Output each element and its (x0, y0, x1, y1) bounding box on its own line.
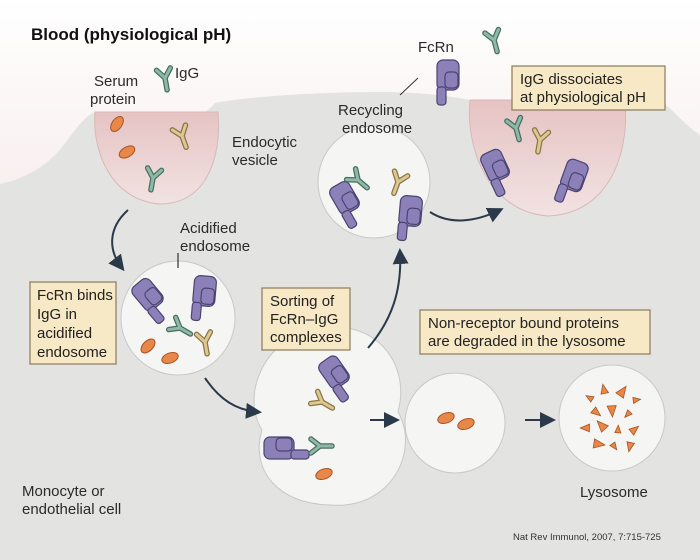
label-acidified-endosome-1: Acidified (180, 220, 237, 237)
callout-degraded-box (419, 309, 651, 355)
exocytic-vesicle (468, 99, 627, 217)
protein-fragment (615, 385, 627, 399)
protein-fragment (596, 420, 610, 433)
callout-dissociates-2: at physiological pH (520, 89, 646, 106)
callout-dissociates-box (511, 65, 666, 111)
protein-fragment (626, 441, 636, 453)
citation: Nat Rev Immunol, 2007, 7:715-725 (513, 532, 661, 543)
protein-fragment (632, 396, 642, 405)
callout-fcrn-binds-box (29, 281, 117, 365)
label-serum-protein-1: Serum (94, 73, 138, 90)
callout-dissociates-1: IgG dissociates (520, 71, 623, 88)
protein-fragment (579, 423, 590, 433)
protein-fragment (609, 441, 618, 451)
protein-fragment (606, 405, 617, 419)
callout-fcrn-binds-3: acidified (37, 325, 92, 342)
protein-fragment (624, 409, 633, 419)
arrow-recycling-to-surface (429, 207, 504, 223)
label-igg: IgG (175, 65, 199, 82)
callout-sorting-box (261, 287, 351, 351)
callout-fcrn-binds-4: endosome (37, 344, 107, 361)
label-cell-1: Monocyte or (22, 483, 105, 500)
callout-sorting-2: FcRn–IgG (270, 311, 338, 328)
label-cell-2: endothelial cell (22, 501, 121, 518)
arrow-sorting-to-recycling (367, 248, 409, 349)
callout-degraded-2: are degraded in the lysosome (428, 333, 626, 350)
label-serum-protein-2: protein (90, 91, 136, 108)
protein-fragment (628, 425, 640, 436)
diagram-title: Blood (physiological pH) (31, 25, 231, 44)
protein-fragment (592, 438, 606, 449)
label-endocytic-vesicle-2: vesicle (232, 152, 278, 169)
label-endocytic-vesicle-1: Endocytic (232, 134, 298, 151)
early-lysosome (404, 372, 506, 474)
endocytic-vesicle (94, 111, 220, 205)
label-acidified-endosome-2: endosome (180, 238, 250, 255)
label-fcrn: FcRn (418, 39, 454, 56)
label-recycling-endosome-1: Recycling (338, 102, 403, 119)
callout-degraded-1: Non-receptor bound proteins (428, 315, 619, 332)
leader-fcrn (399, 77, 419, 96)
protein-fragment (600, 383, 610, 395)
callout-fcrn-binds-2: IgG in (37, 306, 77, 323)
callout-fcrn-binds-1: FcRn binds (37, 287, 113, 304)
arrow-endosome-to-sorting (204, 377, 262, 419)
label-recycling-endosome-2: endosome (342, 120, 412, 137)
label-lysosome: Lysosome (580, 484, 648, 501)
arrow-vesicle-to-endosome (108, 209, 129, 272)
degraded-protein-fragments (579, 383, 642, 453)
protein-fragment (585, 395, 595, 403)
sorting-endosome (253, 326, 406, 506)
protein-fragment (590, 406, 602, 417)
lysosome (558, 364, 666, 472)
callout-sorting-3: complexes (270, 329, 342, 346)
callout-sorting-1: Sorting of (270, 293, 335, 310)
protein-fragment (614, 424, 622, 434)
